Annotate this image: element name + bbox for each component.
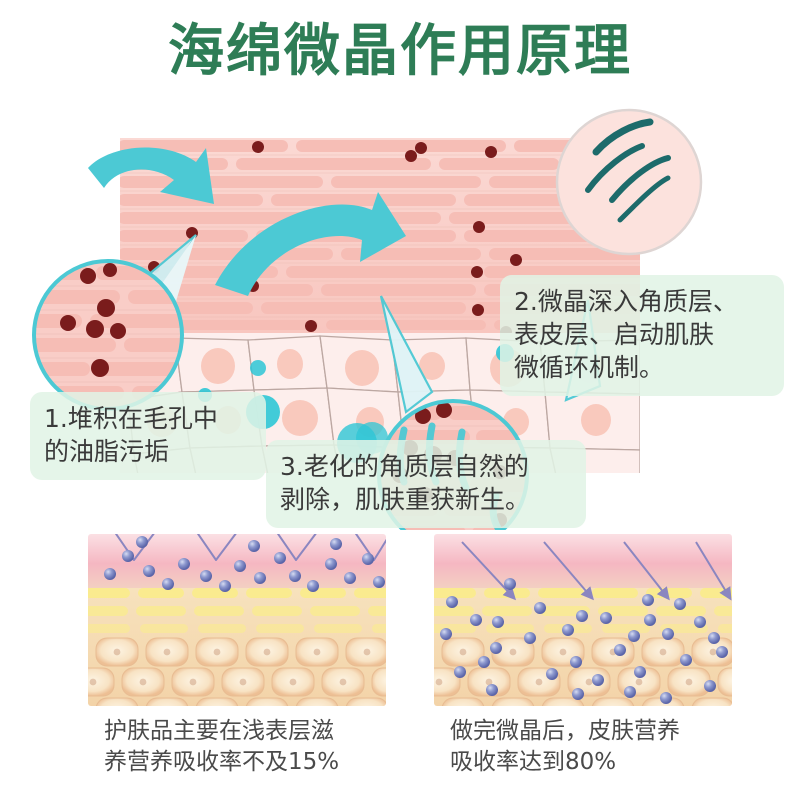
callout-box-1: 1.堆积在毛孔中 的油脂污垢 [30,392,266,480]
callout-box-3: 3.老化的角质层自然的 剥除，肌肤重获新生。 [266,440,586,528]
caption-skincare-only: 护肤品主要在浅表层滋 养营养吸收率不及15% [104,718,340,776]
arrow-sweep-right [215,192,406,296]
page-title: 海绵微晶作用原理 [168,21,632,83]
nutrient-particles [104,536,385,592]
dermis-cells [88,637,386,706]
comparison-panel-skincare-only [88,534,386,706]
stratum-corneum-layer [120,138,640,333]
yellow-band-layer [88,588,386,633]
magnifier-smooth-skin [555,108,703,256]
comparison-panel-after-microcrystal [434,534,732,706]
callout-box-2: 2.微晶深入角质层、 表皮层、启动肌肤 微循环机制。 [500,275,784,396]
reflected-nutrient-path [114,534,386,561]
nutrient-particles [440,578,728,704]
penetrating-nutrient-arrows [461,541,732,601]
arrow-sweep-left [88,147,214,204]
caption-after-microcrystal: 做完微晶后，皮肤营养 吸收率达到80% [450,718,680,776]
